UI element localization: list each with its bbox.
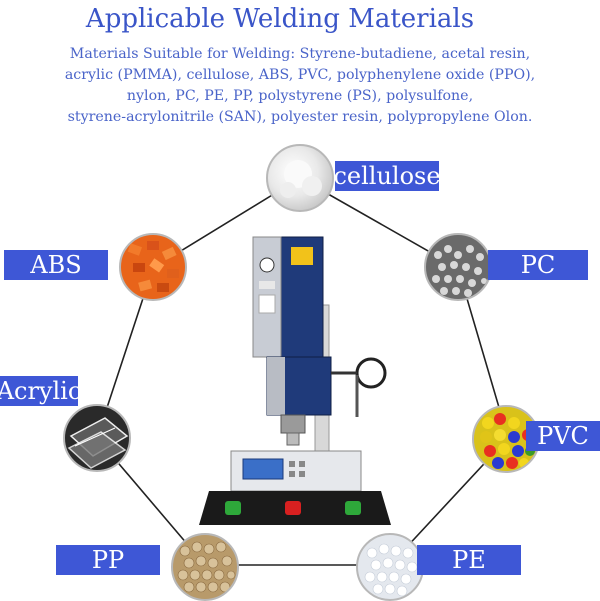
materials-description: Materials Suitable for Welding: Styrene-… [50,44,550,128]
description-line: acrylic (PMMA), cellulose, ABS, PVC, pol… [64,67,536,83]
abs-pellets-image [119,233,187,301]
material-label-pc: PC [488,250,588,280]
ultrasonic-welding-machine-image [199,236,391,525]
material-label-cellulose: cellulose [333,161,441,191]
page-title: Applicable Welding Materials [85,4,475,34]
description-line: nylon, PC, PE, PP, polystyrene (PS), pol… [126,88,474,104]
material-label-abs: ABS [4,250,108,280]
pc-pellets-image [424,233,492,301]
pp-pellets-image [171,533,239,601]
material-label-pp: PP [56,545,160,575]
description-line: Materials Suitable for Welding: Styrene-… [69,46,531,62]
material-label-acrylic: Acrylic [0,376,82,406]
material-label-pvc: PVC [526,421,600,451]
material-label-pe: PE [417,545,521,575]
description-line: styrene-acrylonitrile (SAN), polyester r… [67,109,533,125]
cellulose-powder-image [266,144,334,212]
pe-pellets-image [356,533,424,601]
acrylic-sheets-image [63,404,131,472]
